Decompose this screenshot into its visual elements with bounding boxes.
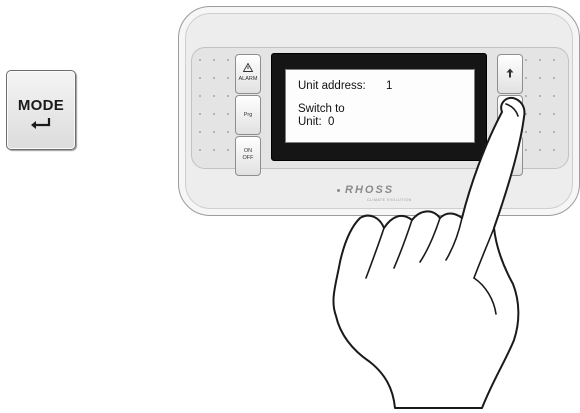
- pointing-hand-illustration: [0, 0, 580, 413]
